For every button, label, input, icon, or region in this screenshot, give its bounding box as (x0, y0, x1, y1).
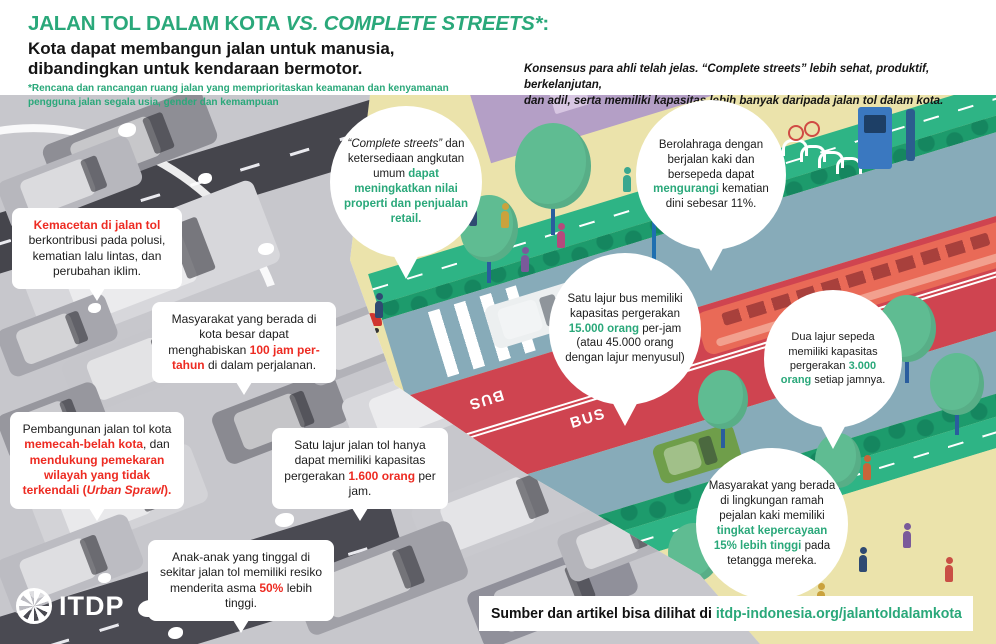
tree (698, 370, 748, 448)
pedestrian (858, 547, 868, 573)
smoke-splotch (88, 303, 101, 313)
title-main: JALAN TOL DALAM KOTA (28, 12, 281, 35)
callout-perjalanan: Masyarakat yang berada di kota besar dap… (152, 302, 336, 396)
callout-sepeda: Dua lajur sepeda memiliki kapasitas perg… (764, 290, 902, 428)
pedestrian (500, 203, 510, 229)
smoke-splotch (258, 243, 274, 255)
smoke-splotch (98, 573, 111, 583)
pedestrian (520, 247, 530, 273)
title-colon: : (542, 12, 550, 35)
consensus-statement: Konsensus para ahli telah jelas. “Comple… (524, 63, 944, 108)
title-complete-streets: COMPLETE STREETS* (323, 12, 543, 35)
pedestrian (944, 557, 954, 583)
callout-olahraga: Berolahraga dengan berjalan kaki dan ber… (636, 100, 786, 250)
source-link[interactable]: itdp-indonesia.org/jalantoldalamkota (715, 605, 962, 622)
source-text: Sumber dan artikel bisa dilihat di (491, 605, 716, 622)
bollard (906, 109, 915, 161)
smoke-splotch (198, 173, 212, 184)
pedestrian (556, 223, 566, 249)
callout-kapasitas-bus: Satu lajur bus memiliki kapasitas perger… (549, 253, 701, 405)
pedestrian (862, 455, 872, 481)
smoke-splotch (168, 627, 183, 639)
callout-pembangunan: Pembangunan jalan tol kota memecah-belah… (10, 412, 184, 521)
bus-lane-label: BUS (568, 405, 608, 433)
smoke-splotch (118, 123, 136, 137)
smoke-splotch (275, 513, 294, 527)
pedestrian (902, 523, 912, 549)
source-bar: Sumber dan artikel bisa dilihat di itdp-… (479, 596, 973, 631)
tree (930, 353, 984, 435)
itdp-pinwheel-icon (16, 588, 52, 624)
bicycle-icon (804, 121, 820, 137)
pedestrian-scooter (374, 293, 384, 319)
callout-asma: Anak-anak yang tinggal di sekitar jalan … (148, 540, 334, 634)
page-title: JALAN TOL DALAM KOTA VS. COMPLETE STREET… (28, 12, 549, 36)
bus-lane-label: BUS (466, 386, 506, 413)
pedestrian (622, 167, 632, 193)
ticket-kiosk (858, 107, 892, 169)
bicycle-icon (788, 125, 804, 141)
title-vs: VS. (280, 12, 324, 35)
itdp-logo: ITDP (16, 588, 125, 624)
page-subtitle: Kota dapat membangun jalan untuk manusia… (28, 39, 395, 79)
itdp-logo-text: ITDP (59, 590, 125, 621)
footnote: *Rencana dan rancangan ruang jalan yang … (28, 83, 449, 108)
tree (515, 123, 591, 236)
callout-retail: “Complete streets” dan ketersediaan angk… (330, 106, 482, 258)
callout-kapasitas-tol: Satu lajur jalan tol hanya dapat memilik… (272, 428, 448, 522)
callout-kepercayaan: Masyarakat yang berada di lingkungan ram… (696, 448, 848, 600)
